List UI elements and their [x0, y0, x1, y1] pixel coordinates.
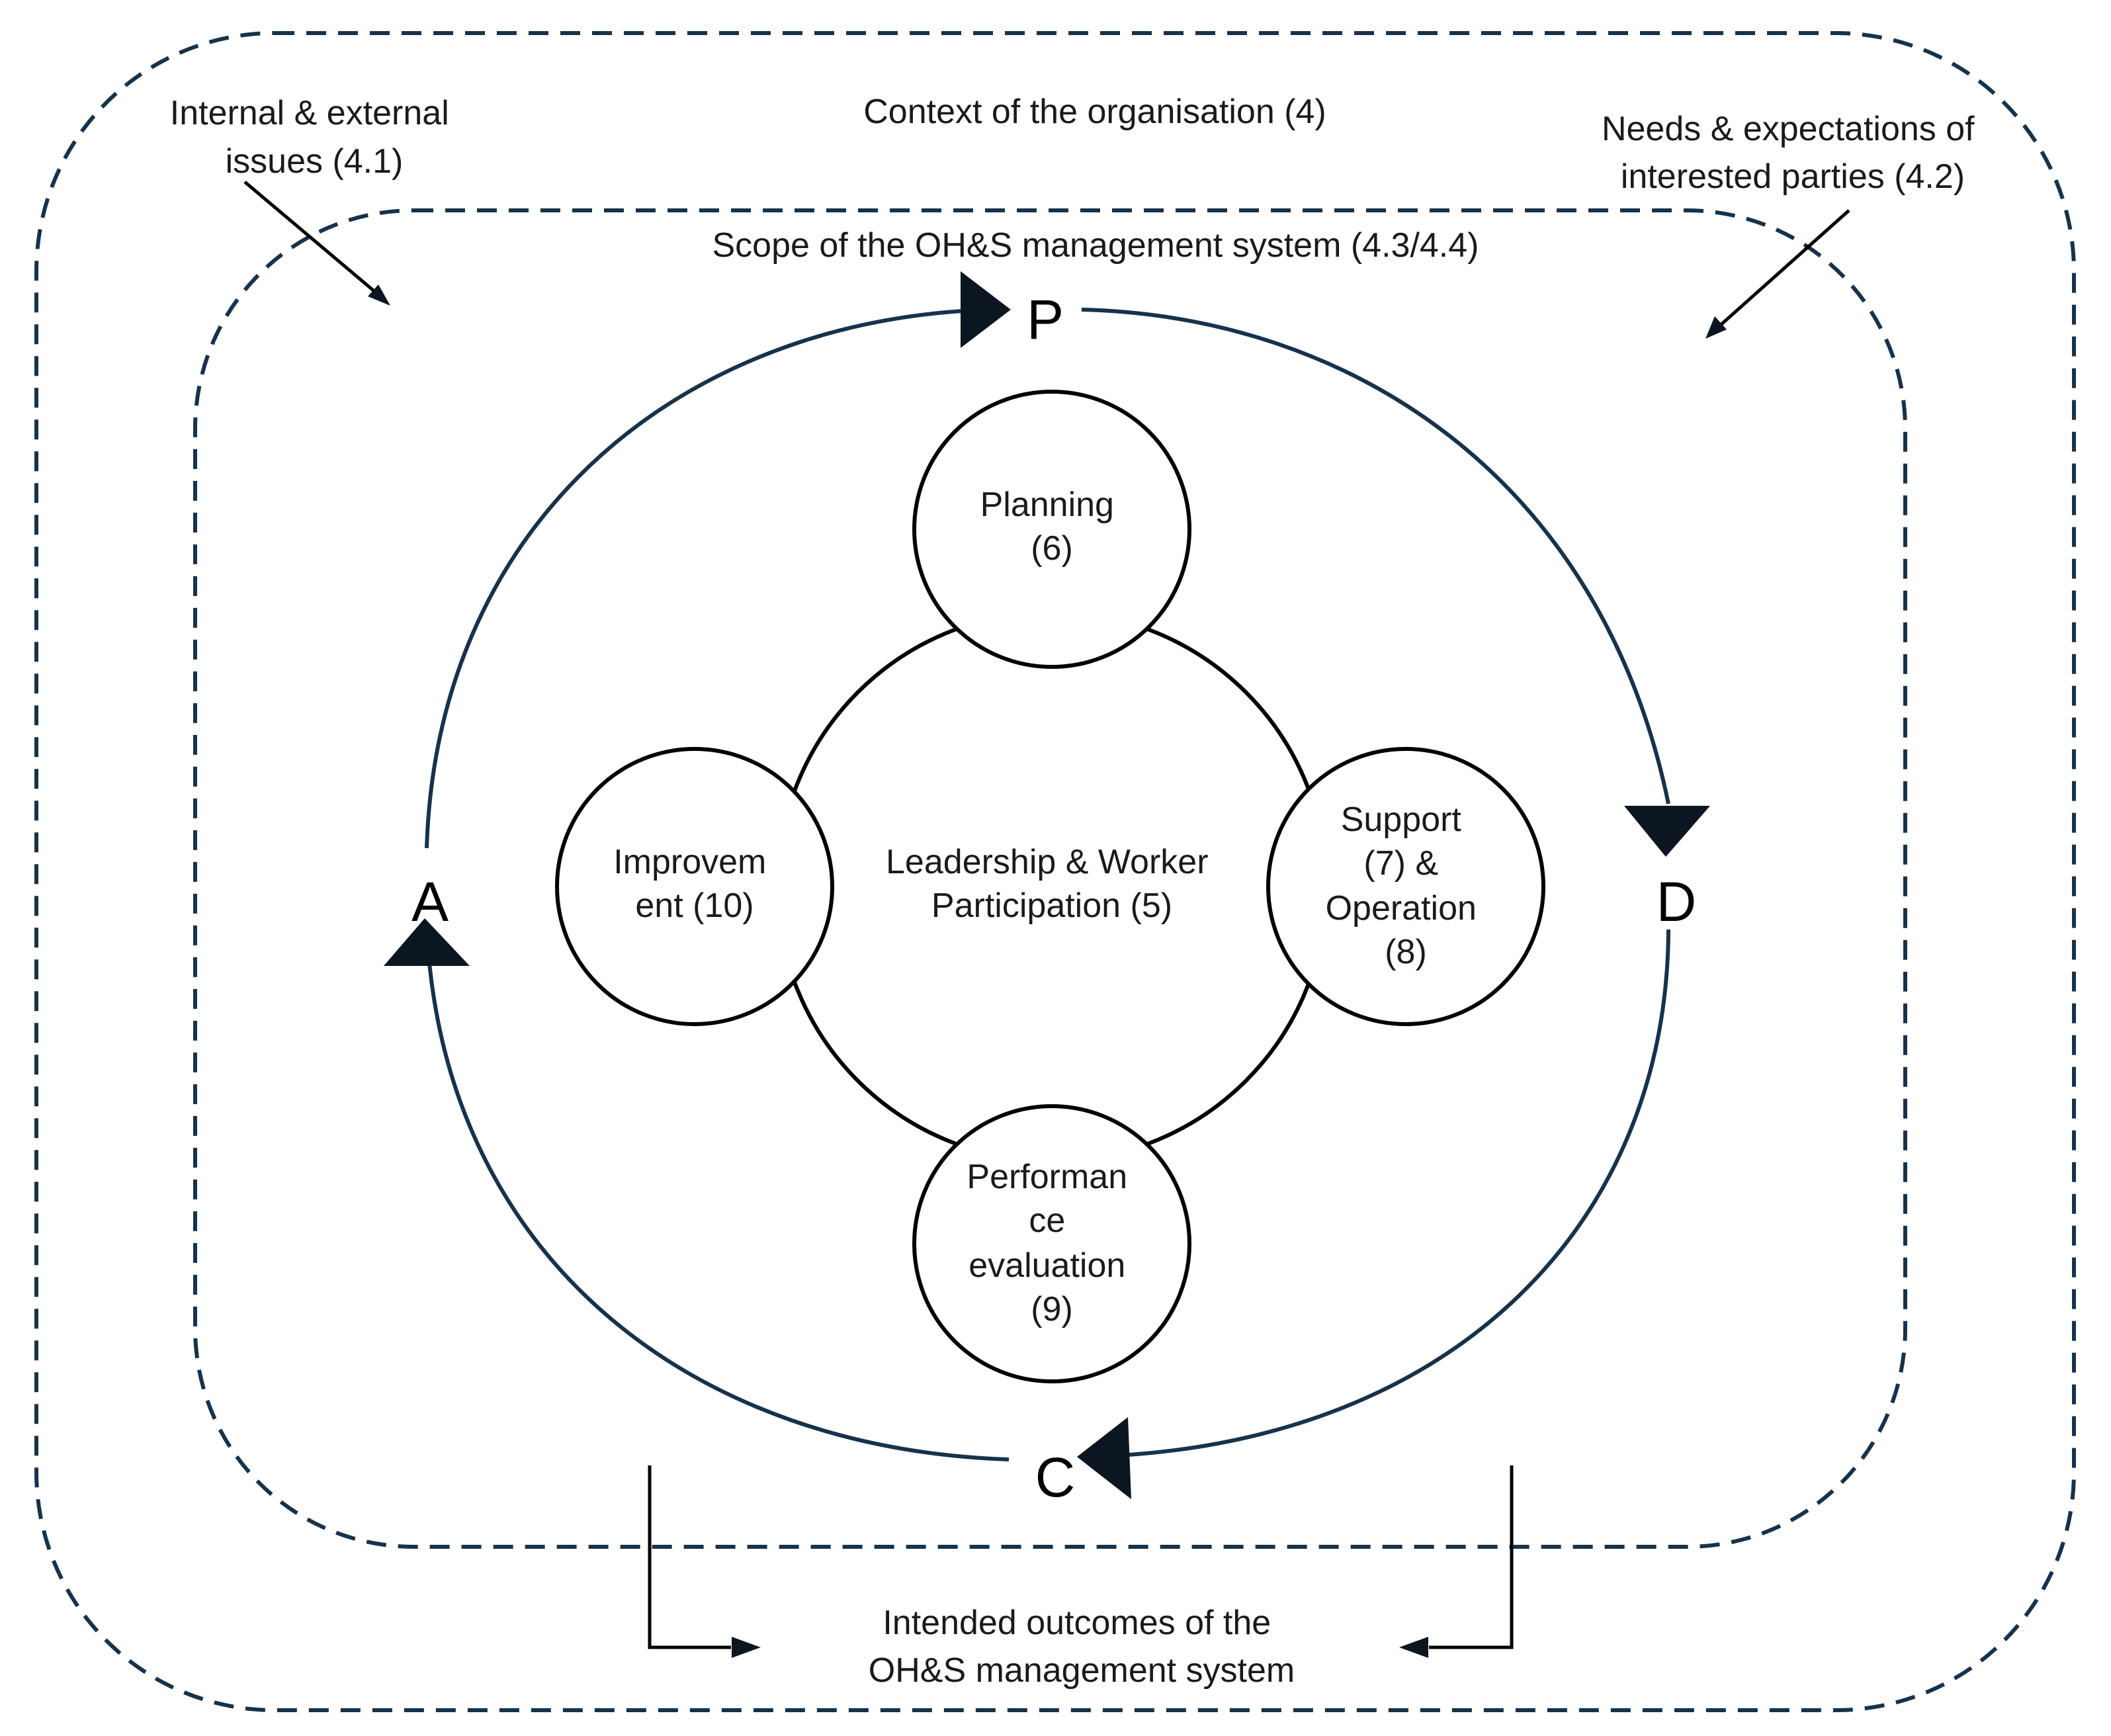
support-operation-circle	[1266, 747, 1545, 1026]
improvement-label: Improvem ent (10)	[613, 843, 776, 925]
intended-outcomes-label: Intended outcomes of the OH&S management…	[869, 1604, 1295, 1690]
parties-input-arrow	[1705, 209, 1850, 339]
plan-letter: P	[1027, 288, 1064, 351]
do-arrowhead	[1624, 806, 1710, 857]
check-arrowhead	[1077, 1417, 1131, 1499]
internal-external-issues-label: Internal & external issues (4.1)	[170, 94, 458, 181]
do-to-check-arc	[1117, 929, 1670, 1457]
performance-evaluation-label: Performan ce evaluation (9)	[967, 1158, 1137, 1328]
issues-input-arrow	[243, 181, 390, 306]
context-title: Context of the organisation (4)	[863, 93, 1326, 131]
act-to-plan-arc	[425, 309, 963, 849]
act-letter: A	[411, 871, 449, 933]
planning-label: Planning (6)	[980, 486, 1124, 568]
outcome-arrow-left	[648, 1465, 761, 1658]
do-letter: D	[1657, 871, 1697, 933]
performance-evaluation-circle	[912, 1104, 1191, 1383]
plan-to-do-arc	[1081, 308, 1670, 804]
act-arrowhead	[384, 918, 470, 966]
support-operation-label: Support (7) & Operation (8)	[1326, 801, 1486, 971]
interested-parties-label: Needs & expectations of interested parti…	[1602, 110, 1984, 196]
plan-arrowhead	[961, 271, 1011, 348]
improvement-circle	[555, 747, 834, 1026]
leadership-label: Leadership & Worker Participation (5)	[886, 843, 1218, 925]
planning-circle	[912, 390, 1191, 669]
check-to-act-arc	[427, 955, 1010, 1461]
check-letter: C	[1035, 1446, 1076, 1508]
context-boundary	[34, 31, 2076, 1712]
scope-title: Scope of the OH&S management system (4.3…	[712, 226, 1479, 265]
scope-boundary	[193, 208, 1907, 1549]
outcome-arrow-right	[1399, 1465, 1514, 1658]
